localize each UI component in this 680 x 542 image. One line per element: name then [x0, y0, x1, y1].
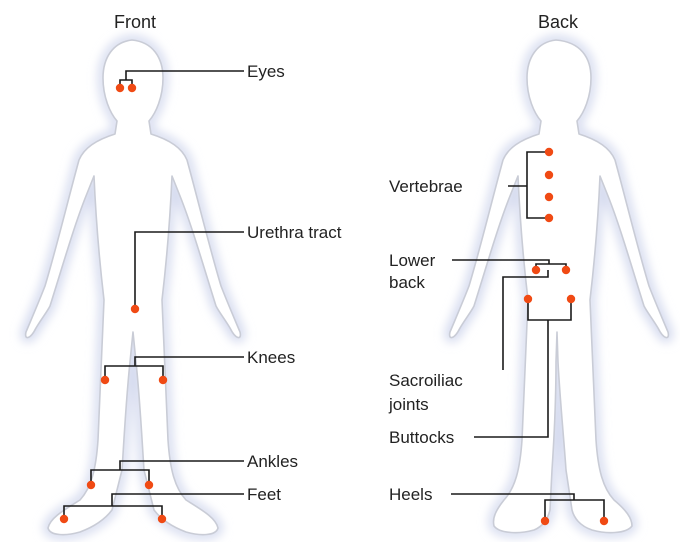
back-title: Back — [538, 12, 579, 32]
sacroiliac-leader — [502, 270, 549, 370]
back-body-outline — [448, 39, 670, 534]
label-ankles: Ankles — [247, 452, 298, 471]
marker-dot-knee-left — [100, 375, 110, 385]
label-eyes: Eyes — [247, 62, 285, 81]
marker-dot-lower-back-left — [531, 265, 541, 275]
eyes-leader — [119, 70, 244, 87]
front-figure — [20, 34, 246, 540]
marker-dot-buttock-left — [523, 294, 533, 304]
marker-dot-heel-left — [540, 516, 550, 526]
marker-dot-knee-right — [158, 375, 168, 385]
front-markers — [59, 83, 168, 524]
back-figure — [444, 34, 674, 538]
marker-dot-vertebra-2 — [544, 170, 554, 180]
marker-dot-ankle-right — [144, 480, 154, 490]
label-sacroiliac-line1: Sacroiliac — [389, 371, 463, 390]
front-body-outline — [24, 39, 242, 536]
marker-dot-vertebra-1 — [544, 147, 554, 157]
marker-dot-foot-right — [157, 514, 167, 524]
label-vertebrae: Vertebrae — [389, 177, 463, 196]
ankles-leader — [90, 460, 244, 484]
label-urethra-tract: Urethra tract — [247, 223, 342, 242]
back-leaders — [451, 151, 605, 518]
marker-dot-vertebra-4 — [544, 213, 554, 223]
knees-leader — [104, 356, 244, 380]
marker-dot-eye-right — [127, 83, 137, 93]
label-buttocks: Buttocks — [389, 428, 454, 447]
buttocks-leader — [474, 299, 572, 438]
marker-dot-lower-back-right — [561, 265, 571, 275]
marker-dot-foot-left — [59, 514, 69, 524]
urethra-leader — [134, 231, 244, 308]
vertebrae-leader — [508, 151, 549, 219]
marker-dot-buttock-right — [566, 294, 576, 304]
front-leaders — [63, 70, 244, 518]
label-knees: Knees — [247, 348, 295, 367]
label-feet: Feet — [247, 485, 281, 504]
label-lower-back-line2: back — [389, 273, 425, 292]
feet-leader — [63, 493, 244, 518]
back-markers — [523, 147, 609, 526]
label-sacroiliac-line2: joints — [388, 395, 429, 414]
marker-dot-eye-left — [115, 83, 125, 93]
label-lower-back-line1: Lower — [389, 251, 436, 270]
marker-dot-vertebra-3 — [544, 192, 554, 202]
marker-dot-ankle-left — [86, 480, 96, 490]
marker-dot-heel-right — [599, 516, 609, 526]
heels-leader — [451, 493, 605, 518]
marker-dot-urethra — [130, 304, 140, 314]
front-title: Front — [114, 12, 156, 32]
label-heels: Heels — [389, 485, 432, 504]
